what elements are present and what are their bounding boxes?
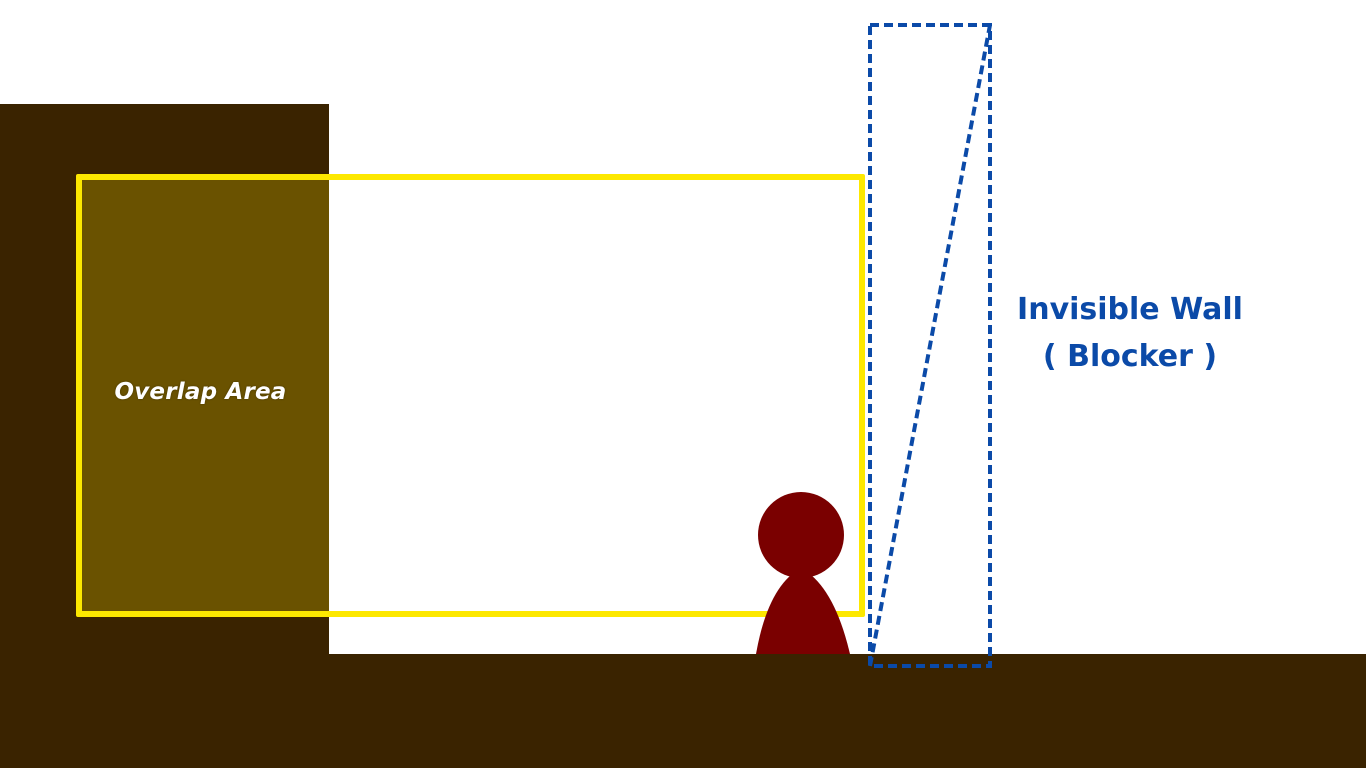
- invisible-wall-outline: [868, 23, 992, 668]
- character-figure-icon: [756, 492, 850, 654]
- character-body: [756, 568, 850, 654]
- floor-ground-block: [0, 654, 1366, 768]
- invisible-wall-subtitle: ( Blocker ): [1042, 339, 1218, 374]
- camera-view-frame: [76, 174, 865, 617]
- invisible-wall-blocker: [868, 23, 992, 668]
- invisible-wall-diagonal: [868, 24, 992, 667]
- character-head: [758, 492, 844, 578]
- invisible-wall-label: Invisible Wall ( Blocker ): [990, 286, 1270, 380]
- overlap-area: Overlap Area: [78, 177, 329, 617]
- overlap-area-label: Overlap Area: [114, 379, 287, 405]
- invisible-wall-title: Invisible Wall: [1017, 292, 1243, 327]
